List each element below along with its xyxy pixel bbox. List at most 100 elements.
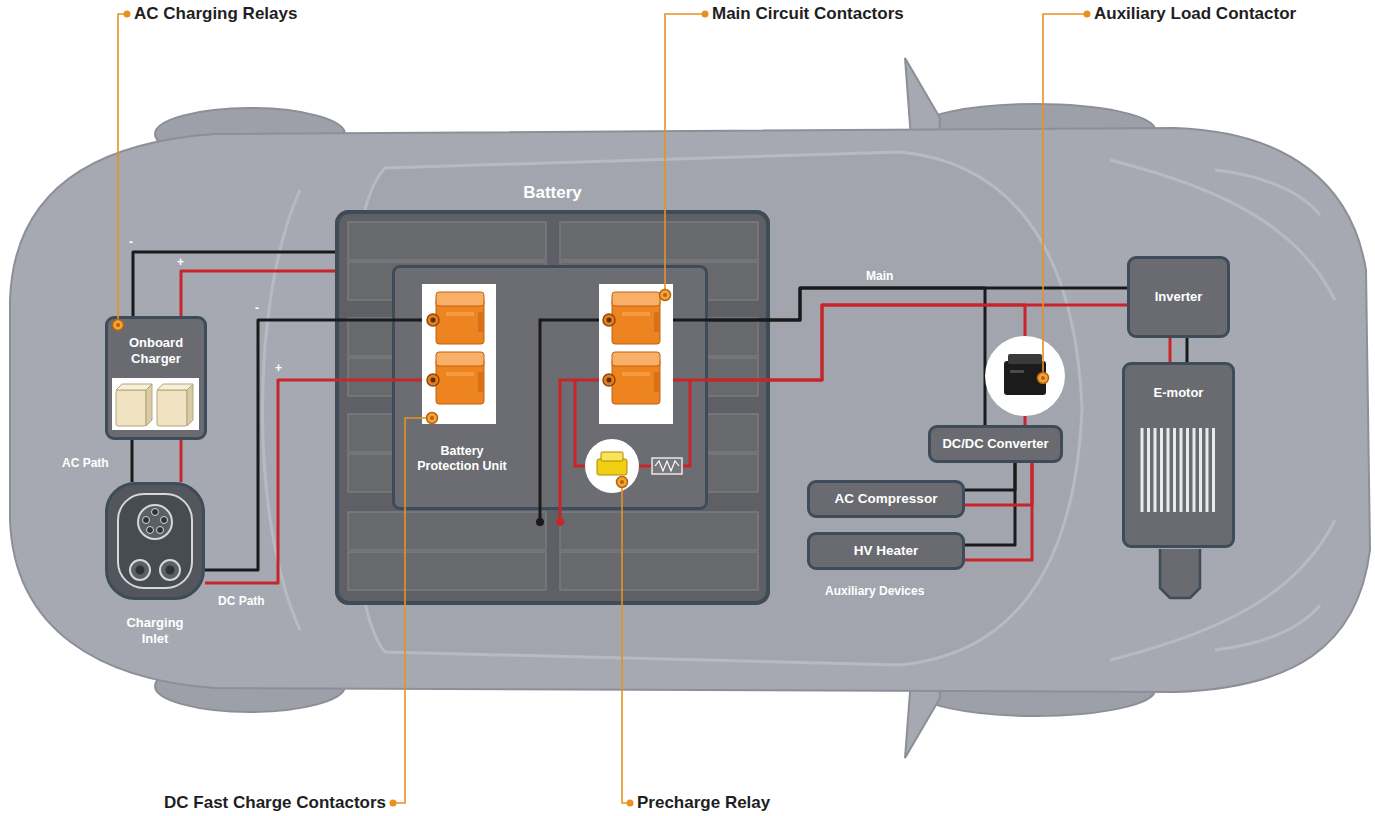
headlight bbox=[1215, 170, 1320, 215]
node-label: HV Heater bbox=[854, 543, 919, 559]
socket-pin bbox=[147, 527, 154, 534]
wire-label-holder: - bbox=[129, 236, 133, 248]
node-label: AC Compressor bbox=[835, 491, 938, 507]
target-marker bbox=[660, 290, 671, 301]
label-holder: Precharge Relay bbox=[637, 794, 770, 812]
device-box: AC Compressor bbox=[807, 480, 965, 518]
inverter-box: Inverter bbox=[1127, 256, 1230, 338]
callout-label: AC Charging Relays bbox=[134, 5, 297, 23]
hv-wire bbox=[1169, 338, 1172, 362]
motor-box: E-motor bbox=[1122, 362, 1235, 548]
hv-wire bbox=[708, 305, 1025, 425]
socket-dc-pin bbox=[136, 566, 145, 575]
label-holder: Main Circuit Contactors bbox=[712, 5, 904, 23]
target-marker bbox=[427, 413, 438, 424]
text-holder: E-motor bbox=[1130, 385, 1227, 401]
battery-pack: BatteryBattery Protection Unit bbox=[335, 210, 770, 605]
motor-fin bbox=[1141, 428, 1144, 512]
leader-dot bbox=[124, 11, 131, 18]
target-marker-core bbox=[1041, 376, 1045, 380]
socket-dc bbox=[160, 560, 180, 580]
text-holder: Battery Protection Unit bbox=[417, 444, 507, 474]
motor-shaft bbox=[1160, 549, 1200, 598]
rear-window bbox=[263, 190, 301, 630]
main-contactor bbox=[603, 292, 660, 344]
battery-cell bbox=[348, 512, 546, 550]
battery-cell bbox=[560, 222, 758, 260]
precharge-relay-top bbox=[601, 452, 623, 461]
hv-wire bbox=[965, 463, 1032, 505]
hv-wire bbox=[205, 380, 392, 583]
wire-label: Main bbox=[866, 270, 893, 282]
battery-cell bbox=[560, 512, 758, 550]
leader-dot bbox=[627, 800, 634, 807]
socket-pin bbox=[143, 517, 150, 524]
ac-relay bbox=[157, 390, 187, 426]
node-label: Onboard Charger bbox=[113, 335, 199, 366]
callout-label: Precharge Relay bbox=[637, 794, 770, 812]
motor-fin bbox=[1160, 428, 1163, 512]
motor-fin bbox=[1147, 428, 1150, 512]
label-holder: Auxiliary Load Contactor bbox=[1094, 5, 1296, 23]
text-holder: AC Compressor bbox=[815, 483, 957, 515]
hv-wire bbox=[181, 271, 335, 316]
relay-backdrop bbox=[112, 378, 199, 430]
target-marker-core bbox=[663, 293, 667, 297]
socket-pin bbox=[161, 517, 168, 524]
battery-cell bbox=[348, 552, 546, 590]
dc-contactor bbox=[427, 352, 484, 404]
callout-label: DC Fast Charge Contactors bbox=[164, 794, 386, 812]
leader-dot bbox=[390, 800, 397, 807]
wire-label: - bbox=[129, 236, 133, 248]
precharge-backdrop bbox=[585, 439, 639, 493]
aux-contactor-detail bbox=[1010, 370, 1024, 373]
wire-label: + bbox=[275, 362, 282, 374]
socket-dc-pin bbox=[166, 566, 175, 575]
area-label: DC Path bbox=[218, 594, 265, 608]
leader-dot bbox=[702, 11, 709, 18]
aux-contactor-backdrop bbox=[985, 336, 1065, 416]
target-marker bbox=[113, 320, 124, 331]
battery-base bbox=[335, 210, 770, 605]
motor-fin bbox=[1193, 428, 1196, 512]
hv-wire bbox=[133, 252, 335, 316]
label-holder: AC Charging Relays bbox=[134, 5, 297, 23]
contactor-backdrop bbox=[422, 284, 496, 424]
text-holder: DC/DC Converter bbox=[936, 428, 1055, 460]
hv-wire bbox=[708, 288, 985, 425]
target-marker-core bbox=[430, 416, 434, 420]
precharge-wire bbox=[682, 380, 690, 466]
headlight bbox=[1215, 605, 1320, 650]
battery-cells bbox=[348, 222, 758, 590]
label-holder: DC Path bbox=[218, 594, 265, 608]
terminal-dot bbox=[536, 518, 544, 526]
leader-line bbox=[622, 488, 627, 803]
ac-relay-side bbox=[146, 384, 152, 426]
motor-fin bbox=[1199, 428, 1202, 512]
label-holder: DC Fast Charge Contactors bbox=[164, 794, 386, 812]
leader-dot bbox=[1084, 11, 1091, 18]
target-marker-core bbox=[116, 323, 120, 327]
wire-label-holder: - bbox=[255, 302, 259, 314]
text-holder: Charging Inlet bbox=[115, 615, 195, 646]
target-marker bbox=[1038, 373, 1049, 384]
wire-label-holder: + bbox=[275, 362, 282, 374]
aux-contactor-top bbox=[1008, 354, 1042, 364]
resistor-symbol bbox=[652, 458, 682, 474]
hv-wire bbox=[205, 320, 392, 570]
leader-line bbox=[396, 418, 426, 803]
node-label: E-motor bbox=[1130, 385, 1227, 401]
motor-fin bbox=[1154, 428, 1157, 512]
area-label: Auxiliary Devices bbox=[825, 584, 924, 598]
motor-fin bbox=[1173, 428, 1176, 512]
socket-pin bbox=[157, 527, 164, 534]
motor-fin bbox=[1212, 428, 1215, 512]
wire-label-holder: Main bbox=[866, 270, 893, 282]
leader-line bbox=[1043, 14, 1084, 372]
terminal-dot bbox=[556, 518, 564, 526]
hv-wire bbox=[1186, 338, 1189, 362]
target-marker bbox=[617, 477, 628, 488]
